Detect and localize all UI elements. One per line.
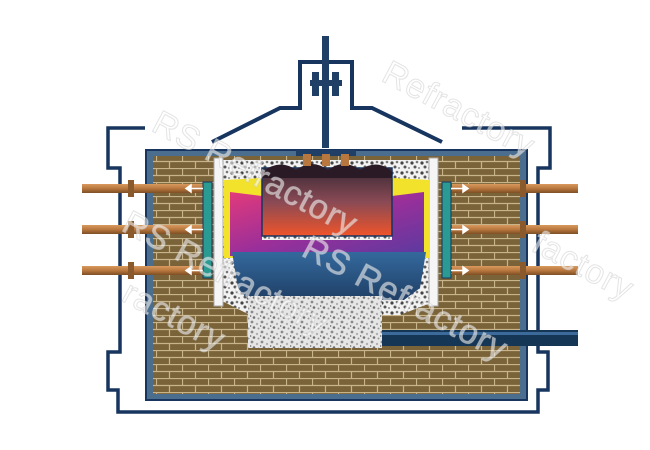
tapping-pipe-highlight bbox=[382, 332, 578, 335]
electrode-clamp-bar bbox=[310, 80, 342, 86]
electrode-charge bbox=[261, 167, 393, 237]
slag-layer bbox=[230, 192, 424, 256]
hearth-bed bbox=[248, 296, 382, 348]
electrode-cap bbox=[296, 150, 356, 156]
arrow-right-icon bbox=[451, 183, 470, 276]
bracket-right bbox=[441, 181, 452, 279]
molten-bath bbox=[232, 252, 426, 300]
side-panel-right bbox=[428, 157, 439, 307]
electrode-icon bbox=[303, 154, 311, 166]
charge-crown bbox=[262, 164, 392, 178]
watermark: Refractory bbox=[376, 54, 541, 166]
left-pipes bbox=[82, 180, 204, 279]
electrode-icon bbox=[341, 154, 349, 166]
electrode-mast bbox=[322, 36, 329, 148]
right-pipes bbox=[452, 180, 578, 279]
arrow-left-icon bbox=[184, 183, 203, 276]
electrode-icon bbox=[322, 154, 330, 166]
watermark: factory bbox=[526, 224, 640, 309]
side-panel-left bbox=[213, 157, 224, 307]
outer-frame bbox=[106, 126, 552, 414]
